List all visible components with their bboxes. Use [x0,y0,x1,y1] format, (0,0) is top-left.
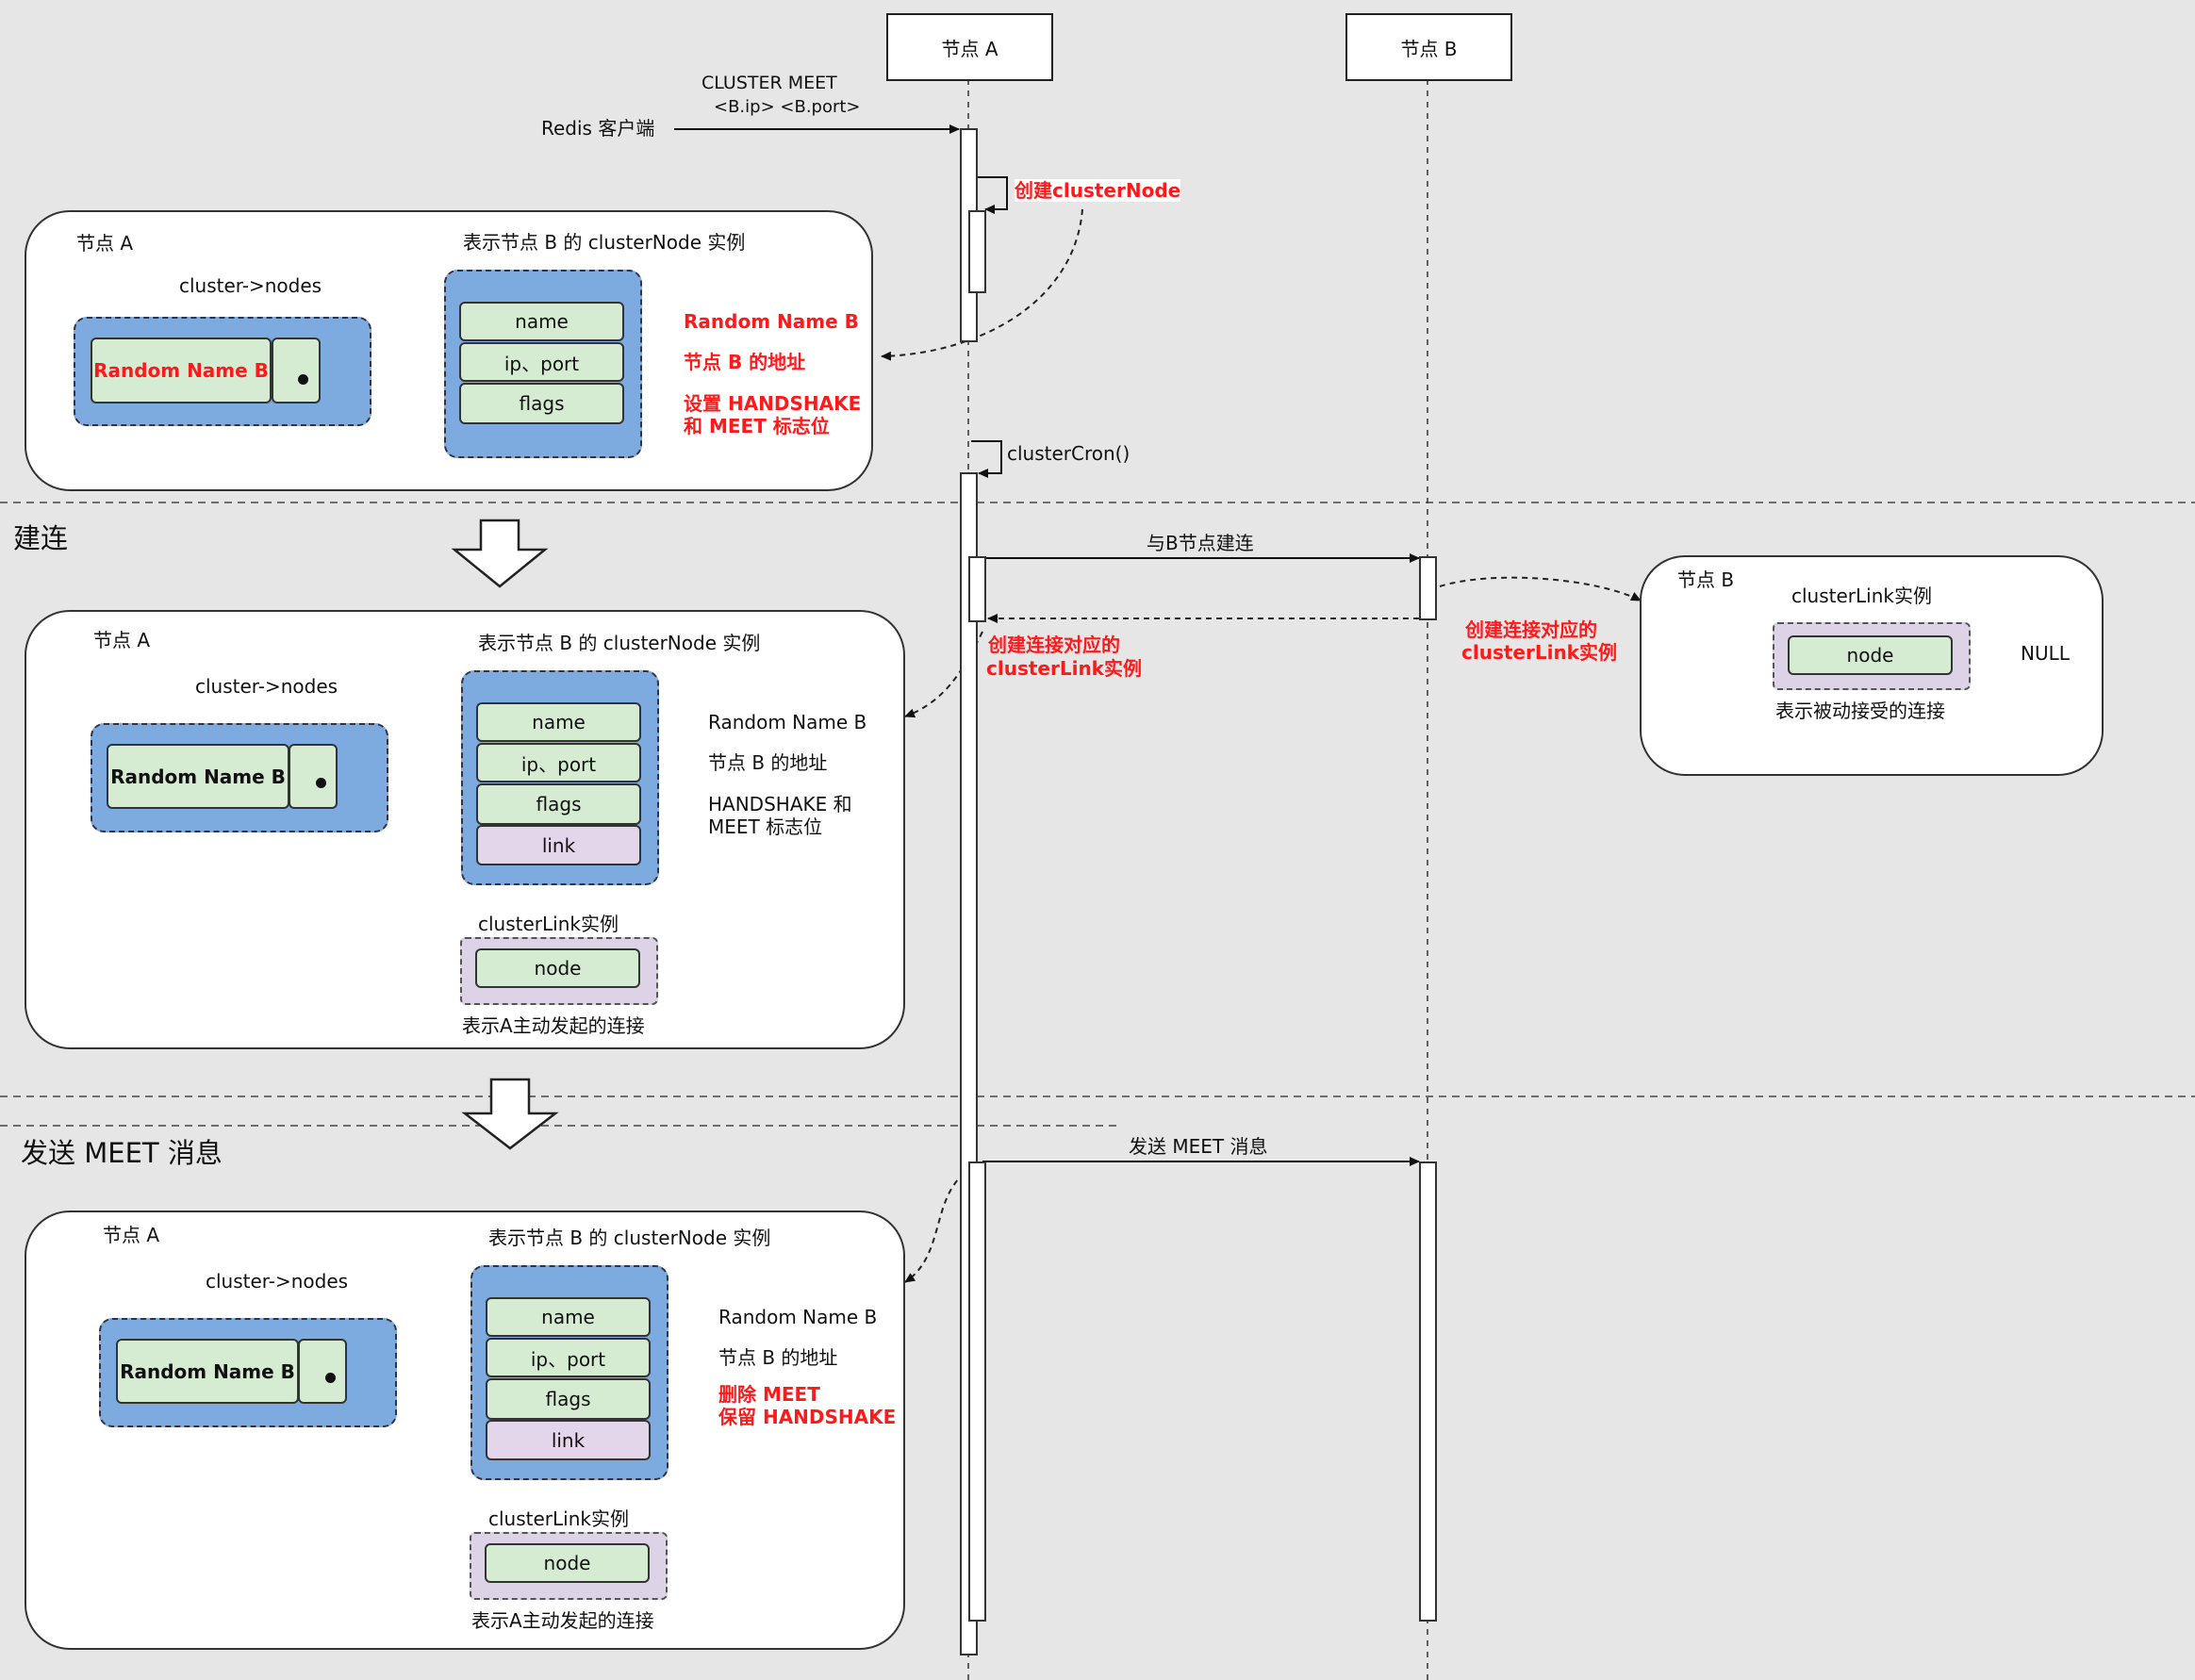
link-instance-title: clusterLink实例 [478,913,619,935]
create-link-b-label-1: 创建连接对应的 [1465,618,1597,641]
lifeline-header-a: 节点 A [886,13,1053,81]
create-link-a-label-1: 创建连接对应的 [988,634,1120,656]
cluster-meet-cmd: CLUSTER MEET [701,73,837,93]
create-node-label: 创建clusterNode [1015,179,1181,202]
section-title-send-meet: 发送 MEET 消息 [21,1137,223,1169]
value-flags-1: HANDSHAKE 和 [708,793,852,815]
create-link-b-label-2: clusterLink实例 [1461,641,1617,664]
create-node-self-arrow [978,176,1008,214]
dict-value [272,338,321,404]
down-arrow-icon [451,519,549,588]
null-label: NULL [2021,642,2070,665]
nodes-dict-label: cluster->nodes [206,1270,349,1293]
lifeline-header-b: 节点 B [1345,13,1512,81]
pointer-dot [316,778,326,788]
field-node: node [475,948,640,988]
dict-key: Random Name B [107,744,289,809]
redis-client-label: Redis 客户端 [541,117,655,140]
link-instance-title: clusterLink实例 [1791,585,1932,607]
field-ip-port: ip、port [476,743,641,782]
value-name: Random Name B [684,310,859,333]
activation-bar [968,210,986,293]
panel-title: 节点 A [93,629,151,651]
section-title-connect: 建连 [13,522,69,554]
link-caption: 表示被动接受的连接 [1775,700,1945,722]
dict-key: Random Name B [116,1339,299,1404]
activation-bar [1419,1161,1437,1622]
instance-title: 表示节点 B 的 clusterNode 实例 [478,632,761,654]
link-caption: 表示A主动发起的连接 [471,1609,654,1632]
cluster-cron-self-arrow [971,440,1002,478]
value-flags-1: 删除 MEET [718,1383,820,1406]
down-arrow-icon [461,1078,559,1150]
panel-node-a-3 [25,1211,905,1650]
cluster-cron-label: clusterCron() [1007,442,1131,465]
field-link: link [486,1420,651,1460]
value-flags-2: 和 MEET 标志位 [684,415,830,437]
field-node: node [485,1543,650,1583]
field-ip-port: ip、port [486,1338,651,1377]
field-flags: flags [486,1378,651,1420]
send-meet-label: 发送 MEET 消息 [1129,1135,1268,1158]
activation-bar [1419,556,1437,620]
field-flags: flags [459,383,624,424]
value-address: 节点 B 的地址 [684,351,806,373]
field-name: name [459,302,624,341]
dict-value [298,1339,347,1404]
field-name: name [476,702,641,742]
field-node: node [1788,635,1953,675]
link-caption: 表示A主动发起的连接 [462,1014,645,1037]
value-flags-2: 保留 HANDSHAKE [718,1406,897,1428]
field-link: link [476,825,641,865]
panel-title: 节点 A [76,232,134,255]
panel-title: 节点 B [1677,568,1735,591]
dict-key: Random Name B [91,338,272,404]
value-address: 节点 B 的地址 [708,751,828,774]
create-node-return-curve [881,208,1083,361]
value-flags-1: 设置 HANDSHAKE [684,392,862,415]
dict-value [289,744,338,809]
value-flags-2: MEET 标志位 [708,815,823,838]
instance-title: 表示节点 B 的 clusterNode 实例 [488,1227,771,1249]
activation-bar [968,1161,986,1622]
create-link-a-label-2: clusterLink实例 [986,657,1142,680]
value-name: Random Name B [718,1306,878,1328]
field-name: name [486,1297,651,1337]
cluster-meet-args: <B.ip> <B.port> [714,97,861,117]
pointer-dot [325,1373,336,1383]
connect-label: 与B节点建连 [1147,532,1254,554]
panel-title: 节点 A [103,1224,160,1246]
nodes-dict-label: cluster->nodes [195,675,338,698]
create-link-b-curve [1439,576,1642,601]
field-flags: flags [476,783,641,825]
link-instance-title: clusterLink实例 [488,1507,629,1530]
pointer-dot [298,374,308,385]
activation-bar [968,556,986,622]
instance-title: 表示节点 B 的 clusterNode 实例 [463,231,746,254]
nodes-dict-label: cluster->nodes [179,274,322,297]
value-name: Random Name B [708,711,867,733]
value-address: 节点 B 的地址 [718,1346,838,1369]
field-ip-port: ip、port [459,342,624,382]
